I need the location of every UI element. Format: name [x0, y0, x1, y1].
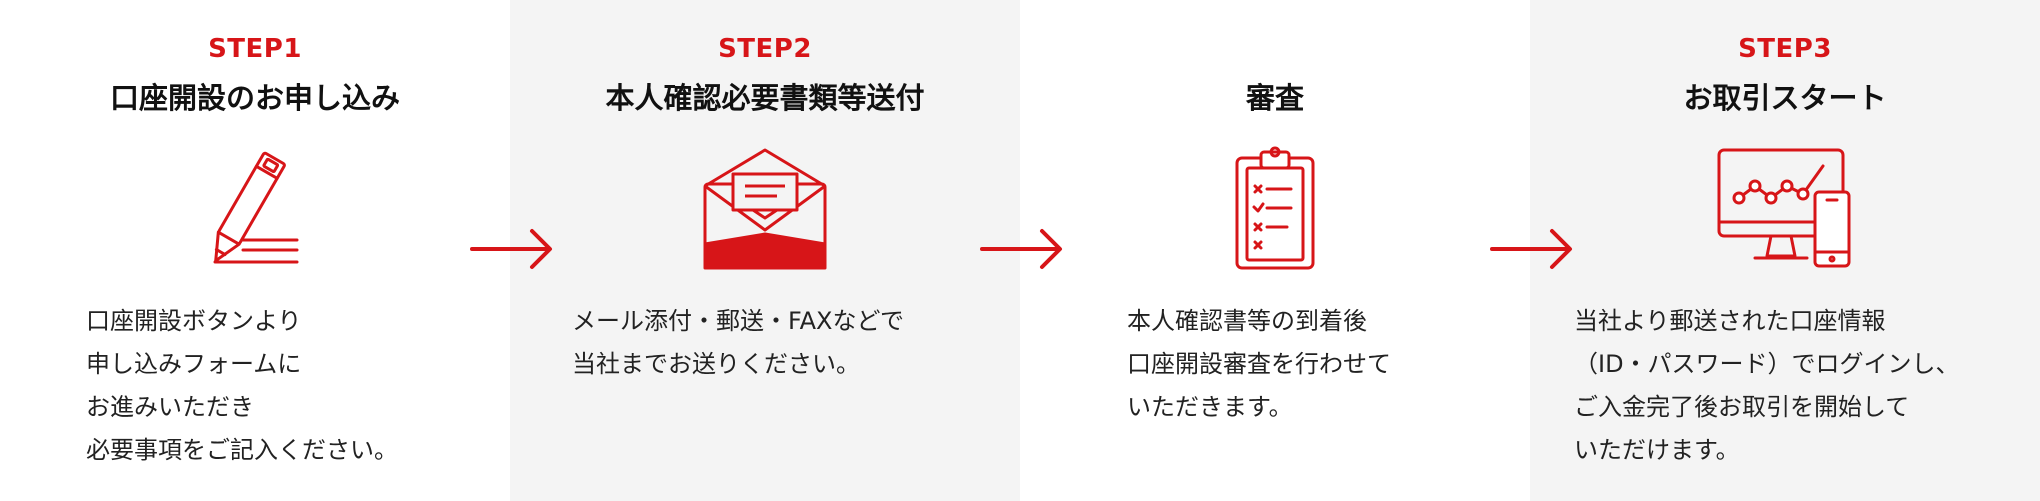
step-title: 審査	[1245, 81, 1304, 115]
arrow-right-icon	[978, 225, 1064, 273]
clipboard-checklist-icon	[1205, 146, 1345, 272]
arrow-right-icon	[1488, 225, 1574, 273]
description-line: 当社より郵送された口座情報	[1574, 307, 1886, 335]
step-description: 本人確認書等の到着後 口座開設審査を行わせて いただきます。	[1127, 300, 1391, 429]
description-line: いただきます。	[1127, 393, 1293, 421]
step-label: STEP2	[718, 34, 812, 64]
pencil-writing-icon	[185, 146, 325, 272]
step-description: メール添付・郵送・FAXなどで 当社までお送りください。	[572, 300, 904, 386]
arrow-right-icon	[468, 225, 554, 273]
step-label: STEP3	[1738, 34, 1832, 64]
step-description: 当社より郵送された口座情報 （ID・パスワード）でログインし、 ご入金完了後お取…	[1574, 300, 1960, 472]
step-description: 口座開設ボタンより 申し込みフォームに お進みいただき 必要事項をご記入ください…	[86, 300, 398, 472]
description-line: 口座開設ボタンより	[86, 307, 302, 335]
monitor-smartphone-chart-icon	[1715, 146, 1855, 272]
description-line: いただけます。	[1574, 436, 1740, 464]
description-line: お進みいただき	[86, 393, 254, 421]
step-panel-3: STEP3 お取引スタート 当社より郵送された口座情報 （	[1530, 0, 2040, 501]
step-title: お取引スタート	[1683, 81, 1887, 115]
description-line: 必要事項をご記入ください。	[86, 436, 398, 464]
description-line: 申し込みフォームに	[86, 350, 302, 378]
description-line: 当社までお送りください。	[572, 350, 860, 378]
description-line: （ID・パスワード）でログインし、	[1574, 350, 1960, 378]
step-panel-1: STEP1 口座開設のお申し込み 口座開設ボタンより 申し込みフォームに お進み…	[0, 0, 510, 501]
description-line: 本人確認書等の到着後	[1127, 307, 1367, 335]
step-title: 口座開設のお申し込み	[109, 81, 400, 115]
description-line: ご入金完了後お取引を開始して	[1574, 393, 1910, 421]
step-panel-review: 審査 本人確認書等の到着後 口座開設審査を行わせて いただきます。	[1020, 0, 1530, 501]
step-title: 本人確認必要書類等送付	[605, 81, 925, 115]
open-envelope-icon	[695, 146, 835, 272]
description-line: メール添付・郵送・FAXなどで	[572, 307, 904, 335]
step-panel-2: STEP2 本人確認必要書類等送付 メール添付・郵送・FAXなどで 当社までお送…	[510, 0, 1020, 501]
step-label: STEP1	[208, 34, 302, 64]
description-line: 口座開設審査を行わせて	[1127, 350, 1391, 378]
